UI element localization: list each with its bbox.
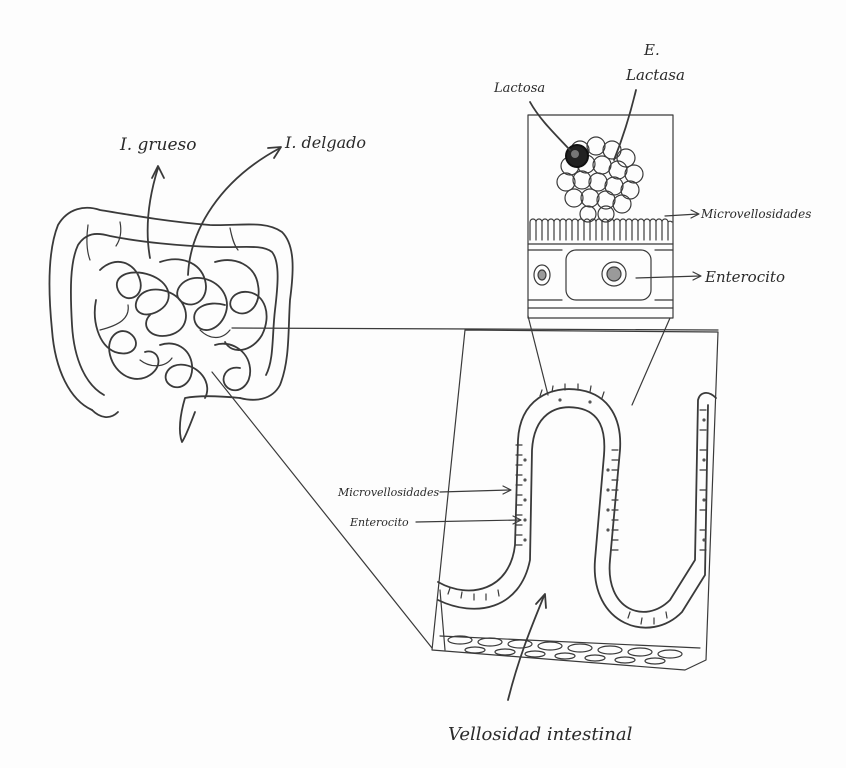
- large-intestine: [50, 208, 293, 442]
- microvilli: [528, 219, 673, 244]
- enterocyte-panel: [528, 90, 701, 318]
- label-microvellosidades-mid: Microvellosidades: [337, 486, 440, 499]
- label-intestino-delgado: I. delgado: [284, 133, 366, 152]
- villus-folds: [438, 389, 716, 650]
- lactase-enzyme-core: [571, 150, 579, 158]
- arrow-delgado: [188, 147, 281, 275]
- label-lactosa: Lactosa: [493, 81, 545, 96]
- label-lactasa: Lactasa: [625, 66, 685, 84]
- label-enzima-prefix: E.: [643, 41, 660, 59]
- arrow-microvellosidades-top: [665, 210, 699, 218]
- label-enterocito-mid: Enterocito: [349, 516, 409, 529]
- arrow-enterocito-mid: [416, 516, 521, 524]
- zoom-lines-villus: [212, 328, 718, 648]
- villus-panel: Microvellosidades Enterocito: [337, 330, 718, 700]
- label-vellosidad-intestinal: Vellosidad intestinal: [448, 724, 633, 745]
- pointer-lactosa: [530, 102, 570, 150]
- villus-base-cells: [440, 636, 700, 664]
- label-microvellosidades-top: Microvellosidades: [700, 207, 811, 221]
- enterocyte-cells: [528, 250, 673, 308]
- arrow-microvellosidades-mid: [440, 486, 511, 494]
- arrow-enterocito-top: [636, 272, 701, 280]
- label-enterocito-top: Enterocito: [704, 268, 785, 286]
- label-intestino-grueso: I. grueso: [119, 135, 197, 155]
- small-intestine: [95, 259, 267, 398]
